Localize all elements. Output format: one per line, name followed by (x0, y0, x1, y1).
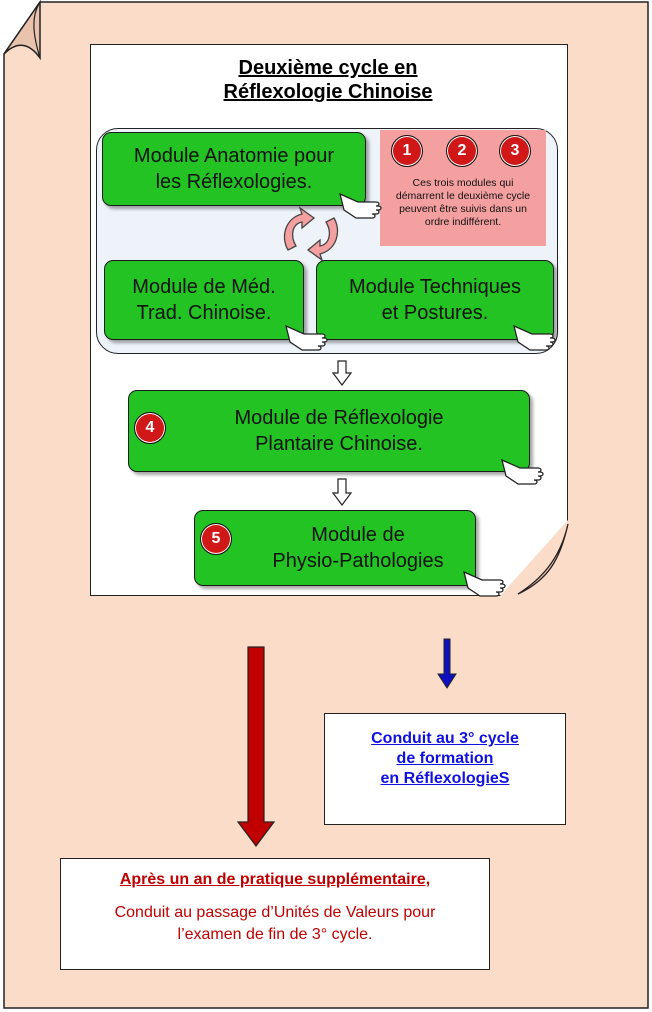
outcome-body: Conduit au passage d’Unités de Valeurs p… (114, 904, 436, 943)
pointing-hand-icon (339, 192, 382, 219)
outcome-title: Après un an de pratique supplémentaire, (119, 871, 431, 888)
outcome-box (60, 858, 490, 970)
badge-2: 2 (446, 135, 478, 167)
module-physio-label: Module de Physio-Pathologies (272, 524, 444, 572)
module-plantaire-label: Module de Réflexologie Plantaire Chinois… (234, 407, 444, 455)
circular-arrows-icon (283, 206, 339, 262)
red-down-arrow-icon (236, 646, 276, 847)
pointing-hand-icon (501, 458, 544, 485)
third-cycle-box (324, 713, 566, 825)
pointing-hand-icon (513, 324, 556, 351)
blue-down-arrow-icon (437, 638, 457, 689)
module-anatomie-label: Module Anatomie pour les Réflexologies. (133, 145, 335, 193)
badge-1: 1 (391, 135, 423, 167)
page-title: Deuxième cycle en Réflexologie Chinoise (150, 56, 506, 104)
down-arrow-icon (331, 360, 353, 386)
pointing-hand-icon (463, 570, 506, 597)
badge-3: 3 (499, 135, 531, 167)
module-physio[interactable]: Module de Physio-Pathologies (194, 510, 476, 586)
module-techniques-label: Module Techniques et Postures. (349, 276, 521, 324)
third-cycle-link[interactable]: Conduit au 3° cycle de formation en Réfl… (371, 730, 519, 787)
module-mtc-label: Module de Méd. Trad. Chinoise. (132, 276, 276, 324)
title-line-1: Deuxième cycle en (238, 57, 418, 79)
down-arrow-icon (331, 478, 353, 506)
badge-4: 4 (134, 412, 166, 444)
pointing-hand-icon (285, 324, 328, 351)
module-mtc[interactable]: Module de Méd. Trad. Chinoise. (104, 260, 304, 340)
title-line-2: Réflexologie Chinoise (223, 81, 433, 103)
module-plantaire[interactable]: Module de Réflexologie Plantaire Chinois… (128, 390, 530, 472)
badge-5: 5 (200, 523, 232, 555)
module-anatomie[interactable]: Module Anatomie pour les Réflexologies. (102, 132, 366, 206)
frame-curl (500, 520, 569, 596)
order-note-text: Ces trois modules qui démarrent le deuxi… (395, 177, 531, 228)
